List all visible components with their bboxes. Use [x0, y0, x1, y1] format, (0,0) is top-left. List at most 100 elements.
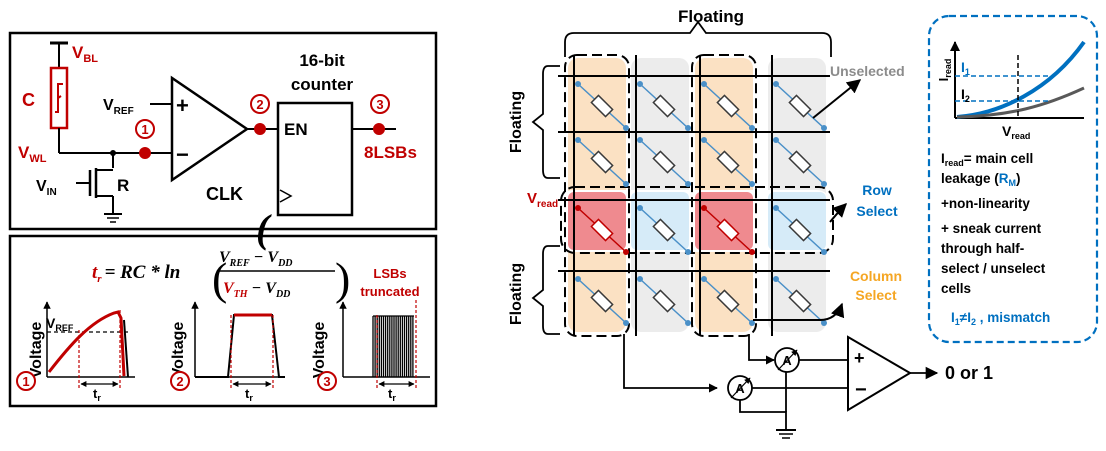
memristor-cell: [590, 289, 614, 313]
clk-label: CLK: [206, 184, 243, 204]
cell-node: [575, 81, 581, 87]
leakage-panel: Iread I1 I2 Vread Iread= main cell leaka…: [927, 14, 1099, 344]
array-grid: [558, 55, 830, 336]
desc-line-5: through half-: [941, 241, 1024, 256]
cell-node: [749, 125, 755, 131]
cell-node: [637, 81, 643, 87]
cell-node: [773, 276, 779, 282]
memristor-cell: [652, 150, 676, 174]
counter-title-line1: 16-bit: [299, 51, 345, 70]
cell-node: [637, 205, 643, 211]
svg-text:VREF: VREF: [46, 315, 74, 333]
cell-node: [749, 249, 755, 255]
node-2-badge: [250, 94, 270, 114]
comparator: + −: [150, 75, 250, 183]
plot-3: Voltage tr 3: [311, 300, 430, 403]
desc-line-4: + sneak current: [941, 221, 1042, 236]
formula: tr= RC * ln ( VREF − VDD VTH − VDD: [92, 206, 335, 300]
desc-line-3: +non-linearity: [941, 196, 1030, 211]
timing-panel: tr= RC * ln ( VREF − VDD VTH − VDD ( ) L…: [8, 206, 438, 408]
v-bl-label: VBL: [72, 43, 98, 65]
column-select-line2: Select: [855, 287, 897, 303]
memristor-cell: [716, 150, 740, 174]
cell-node: [701, 137, 707, 143]
cell-node: [773, 81, 779, 87]
svg-text:tr= RC * ln: tr= RC * ln: [92, 262, 180, 285]
memristor-cell: [788, 150, 812, 174]
memristor-cell: [652, 289, 676, 313]
svg-text:1: 1: [141, 122, 148, 137]
memristor-cell: [788, 289, 812, 313]
crossbar-array: Floating Floating Floating Vread Unselec…: [508, 7, 993, 439]
cell-node: [749, 181, 755, 187]
cell-node: [637, 276, 643, 282]
memristor-cell: [788, 94, 812, 118]
lsb-label-line1: LSBs: [373, 266, 406, 281]
desc-line-2: leakage (RM): [941, 171, 1021, 188]
memristor-cell: [652, 218, 676, 242]
svg-text:2: 2: [256, 97, 263, 112]
node-2-dot: [254, 123, 266, 135]
svg-text:2: 2: [176, 374, 183, 389]
svg-text:I1: I1: [961, 59, 970, 77]
memristor-cell: [590, 218, 614, 242]
svg-text:3: 3: [376, 97, 383, 112]
desc-line-7: cells: [941, 281, 971, 296]
desc-line-6: select / unselect: [941, 261, 1046, 276]
output-lsb-label: 8LSBs: [364, 143, 417, 162]
lsb-label-line2: truncated: [360, 284, 419, 299]
svg-text:3: 3: [323, 374, 330, 389]
cell-node: [575, 137, 581, 143]
node-3-badge: [370, 94, 390, 114]
counter-title-line2: counter: [291, 75, 354, 94]
cell-node: [623, 320, 629, 326]
cell-node: [685, 249, 691, 255]
column-select-outline: [691, 54, 757, 337]
svg-text:VTH − VDD: VTH − VDD: [223, 280, 290, 300]
svg-text:I2: I2: [961, 86, 970, 104]
en-label: EN: [284, 120, 308, 139]
counter-block: [276, 101, 396, 217]
svg-text:tr: tr: [93, 386, 101, 403]
cell-node: [701, 81, 707, 87]
memristor-cell: [590, 94, 614, 118]
top-brace: [564, 20, 832, 57]
svg-text:): ): [335, 253, 350, 304]
svg-text:+: +: [854, 348, 865, 368]
plot-1: Voltage VREF tr 1: [16, 301, 135, 403]
left-brace-bottom: [531, 245, 560, 335]
column-select-outline: [564, 54, 630, 337]
cell-node: [575, 205, 581, 211]
memristor-cell: [716, 289, 740, 313]
cell-node: [701, 205, 707, 211]
cell-node: [773, 137, 779, 143]
svg-text:tr: tr: [388, 386, 396, 403]
cell-node: [685, 320, 691, 326]
row-select-outline: [560, 186, 834, 254]
memristor-cell: [652, 94, 676, 118]
v-in-label: VIN: [36, 178, 57, 198]
cell-node: [685, 181, 691, 187]
counter-circuit-panel: VBL C VWL VIN R 1 + −: [8, 31, 438, 231]
array-backgrounds: [559, 54, 834, 337]
memristor-cell: [590, 150, 614, 174]
svg-text:−: −: [176, 142, 189, 167]
svg-text:tr: tr: [245, 386, 253, 403]
r-label: R: [117, 176, 129, 195]
cell-node: [623, 181, 629, 187]
unselected-label: Unselected: [830, 63, 905, 79]
ferroelectric-capacitor: [49, 41, 69, 153]
memristor-cell: [716, 94, 740, 118]
cell-node: [773, 205, 779, 211]
row-select-line1: Row: [862, 182, 892, 198]
svg-text:+: +: [176, 93, 189, 118]
v-ref-label: VREF: [103, 97, 134, 117]
column-select-line1: Column: [850, 268, 902, 284]
cell-node: [637, 137, 643, 143]
cell-node: [623, 125, 629, 131]
cell-node: [701, 276, 707, 282]
node-1-badge: [135, 119, 155, 139]
cell-node: [575, 276, 581, 282]
sense-circuit: A A + − 0 or 1: [623, 334, 993, 439]
